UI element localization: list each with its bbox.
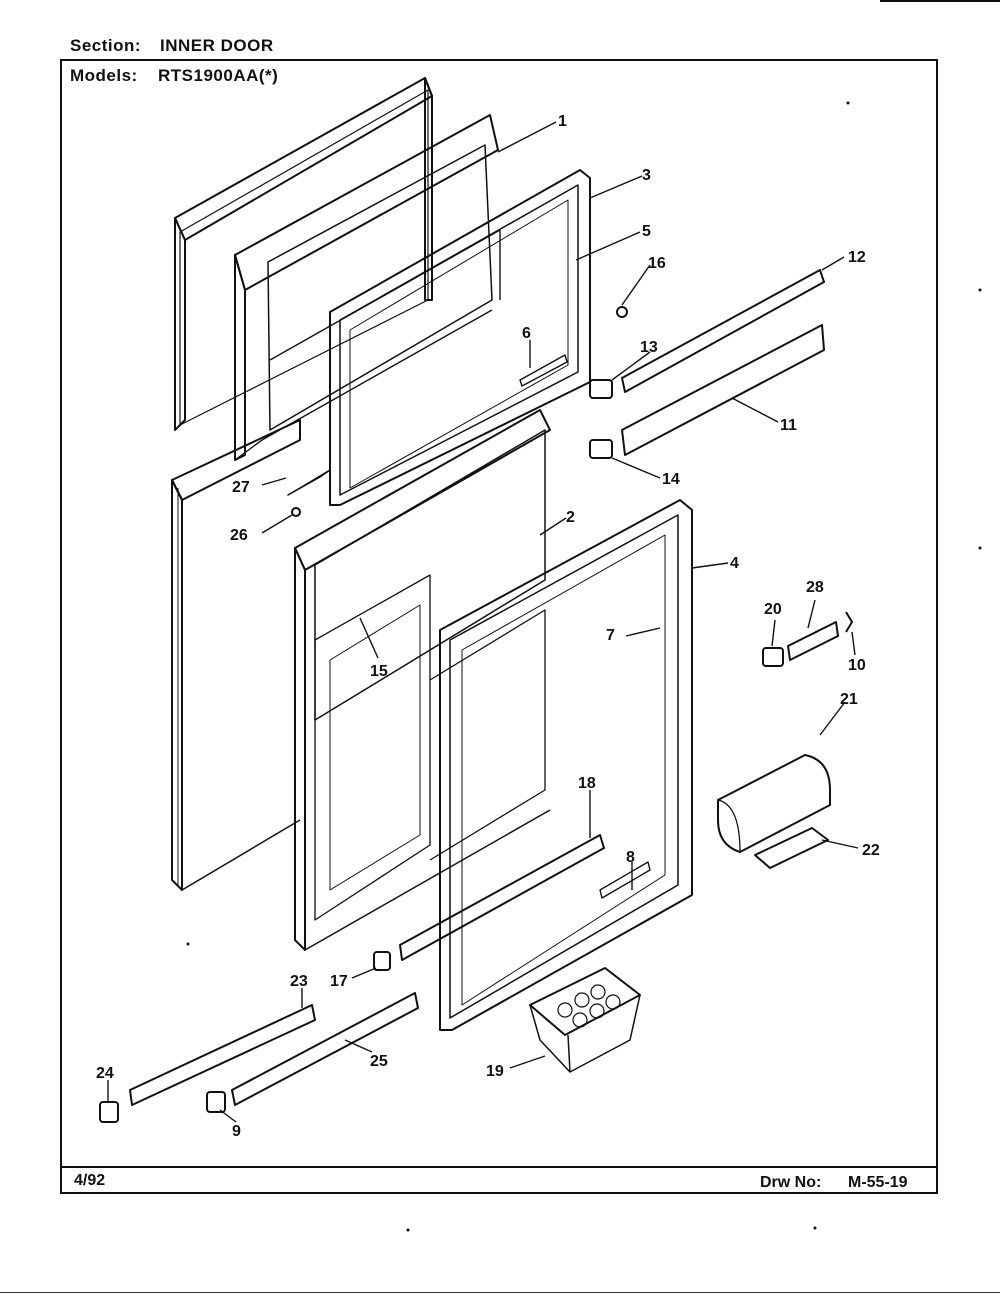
- drawing-label: Drw No:: [760, 1174, 822, 1191]
- bar-part-23: [129, 1004, 316, 1106]
- callout-23: 23: [290, 973, 308, 990]
- callout-15: 15: [370, 663, 388, 680]
- callout-7: 7: [606, 627, 615, 644]
- screw-part-26: [291, 507, 301, 517]
- end-cap-part-14: [589, 439, 613, 459]
- section-value: INNER DOOR: [160, 36, 274, 55]
- callout-1: 1: [558, 113, 567, 130]
- footer-date: 4/92: [74, 1172, 106, 1189]
- egg-tray-part-19: [529, 967, 641, 1073]
- callout-4: 4: [730, 555, 739, 572]
- bar-part-28: [787, 621, 839, 661]
- callout-12: 12: [848, 249, 866, 266]
- freezer-liner-part-1: [234, 114, 501, 461]
- strip-part-6: [519, 354, 568, 387]
- drawing-number: M-55-19: [848, 1174, 908, 1191]
- callout-20: 20: [764, 601, 782, 618]
- bottom-edge-line: [0, 1292, 1000, 1293]
- freezer-outer-panel: [174, 77, 433, 431]
- callout-25: 25: [370, 1053, 388, 1070]
- fresh-food-liner-part-2: [294, 409, 551, 951]
- callout-6: 6: [522, 325, 531, 342]
- screw-part-10: [845, 611, 853, 633]
- end-cap-part-9: [206, 1091, 226, 1113]
- callout-19: 19: [486, 1063, 504, 1080]
- models-value: RTS1900AA(*): [158, 66, 279, 85]
- bar-part-18: [399, 834, 605, 961]
- fresh-food-gasket-parts-4-7: [439, 499, 693, 1031]
- bar-part-12: [621, 269, 825, 393]
- clip-part-27: [287, 469, 331, 496]
- callout-13: 13: [640, 339, 658, 356]
- strip-part-8: [599, 861, 651, 899]
- callout-16: 16: [648, 255, 666, 272]
- callout-14: 14: [662, 471, 680, 488]
- callout-24: 24: [96, 1065, 114, 1082]
- models-label: Models:: [70, 66, 138, 85]
- end-cap-part-24: [99, 1101, 119, 1123]
- bracket-part-22: [754, 827, 829, 869]
- callout-26: 26: [230, 527, 248, 544]
- callout-8: 8: [626, 849, 635, 866]
- callout-18: 18: [578, 775, 596, 792]
- screw-part-16: [616, 306, 628, 318]
- callout-11: 11: [780, 417, 797, 434]
- callout-9: 9: [232, 1123, 241, 1140]
- callout-21: 21: [840, 691, 858, 708]
- callout-27: 27: [232, 479, 250, 496]
- callout-10: 10: [848, 657, 866, 674]
- top-edge-line: [880, 0, 1000, 2]
- end-cap-part-13: [589, 379, 613, 399]
- section-label: Section:: [70, 36, 142, 55]
- end-cap-part-20: [762, 647, 784, 667]
- callout-17: 17: [330, 973, 348, 990]
- fresh-food-outer-panel: [171, 419, 301, 891]
- footer-divider: [60, 1166, 938, 1168]
- callout-28: 28: [806, 579, 824, 596]
- dairy-door-part-21: [717, 754, 831, 853]
- callout-5: 5: [642, 223, 651, 240]
- bar-part-25: [231, 992, 419, 1106]
- callout-2: 2: [566, 509, 575, 526]
- callout-3: 3: [642, 167, 651, 184]
- diagram-frame: [60, 59, 938, 1194]
- callout-22: 22: [862, 842, 880, 859]
- end-cap-part-17: [373, 951, 391, 971]
- bar-part-11: [621, 324, 825, 456]
